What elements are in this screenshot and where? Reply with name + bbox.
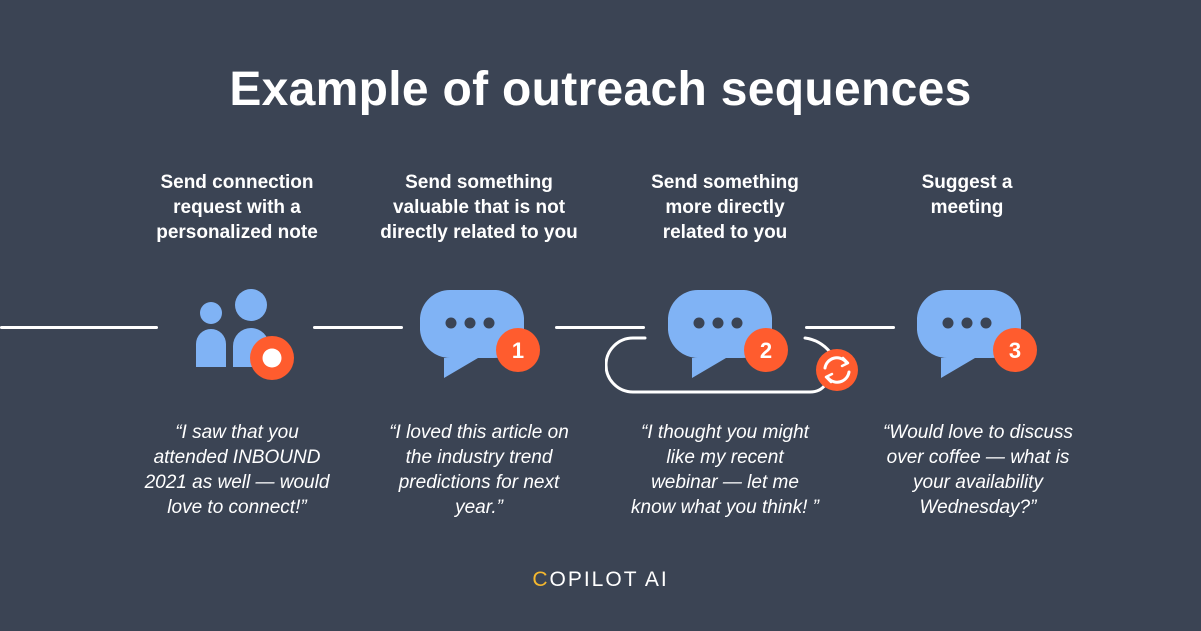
connector-line xyxy=(805,326,895,329)
connector-line xyxy=(0,326,158,329)
step-4-quote: “Would love to discuss over coffee — wha… xyxy=(853,420,1103,520)
connector-line xyxy=(313,326,403,329)
refresh-icon xyxy=(816,349,858,391)
quote-line: “I saw that you xyxy=(175,422,299,443)
badge-number-icon: 2 xyxy=(744,328,788,372)
page-title: Example of outreach sequences xyxy=(229,63,972,116)
quote-line: “Would love to discuss xyxy=(882,422,1074,443)
heading-line: Send something xyxy=(651,172,799,193)
quote-line: like my recent xyxy=(666,447,784,468)
heading-line: related to you xyxy=(662,222,788,243)
connector-line xyxy=(555,326,645,329)
heading-line: request with a xyxy=(173,197,301,218)
brand-logo: COPILOT AI xyxy=(0,568,1201,592)
step-2-quote: “I loved this article on the industry tr… xyxy=(354,420,604,520)
quote-line: “I loved this article on xyxy=(389,422,569,443)
quote-line: “I thought you might xyxy=(641,422,809,443)
chat-bubble-icon: 2 xyxy=(668,289,788,378)
svg-text:1: 1 xyxy=(512,338,524,363)
step-1-heading: Send connection request with a personali… xyxy=(112,170,362,245)
quote-line: love to connect!” xyxy=(167,497,307,518)
svg-text:3: 3 xyxy=(1009,338,1021,363)
heading-line: Suggest a xyxy=(921,172,1013,193)
quote-line: know what you think! ” xyxy=(631,497,819,518)
svg-text:2: 2 xyxy=(760,338,772,363)
record-badge-icon xyxy=(250,336,294,380)
chat-bubble-icon: 3 xyxy=(917,289,1037,378)
quote-line: predictions for next xyxy=(398,472,560,493)
quote-line: over coffee — what is xyxy=(886,447,1070,468)
heading-line: Send connection xyxy=(160,172,314,193)
quote-line: webinar — let me xyxy=(651,472,799,493)
heading-line: Send something xyxy=(405,172,553,193)
chat-bubble-icon: 1 xyxy=(420,289,540,378)
step-2-heading: Send something valuable that is not dire… xyxy=(354,170,604,245)
people-icon xyxy=(196,289,294,380)
quote-line: attended INBOUND xyxy=(153,447,321,468)
quote-line: year.” xyxy=(455,497,503,518)
heading-line: more directly xyxy=(665,197,785,218)
heading-line: personalized note xyxy=(156,222,318,243)
step-3-quote: “I thought you might like my recent webi… xyxy=(600,420,850,520)
brand-name: OPILOT AI xyxy=(549,568,669,591)
repeat-loop-path xyxy=(605,336,832,394)
badge-number-icon: 3 xyxy=(993,328,1037,372)
quote-line: Wednesday?” xyxy=(919,497,1037,518)
heading-line: valuable that is not xyxy=(392,197,566,218)
quote-line: the industry trend xyxy=(405,447,553,468)
step-1-quote: “I saw that you attended INBOUND 2021 as… xyxy=(112,420,362,520)
badge-number-icon: 1 xyxy=(496,328,540,372)
quote-line: your availability xyxy=(913,472,1043,493)
heading-line: directly related to you xyxy=(380,222,578,243)
brand-accent-letter: C xyxy=(532,568,550,591)
step-3-heading: Send something more directly related to … xyxy=(600,170,850,245)
step-4-heading: Suggest a meeting xyxy=(842,170,1092,220)
quote-line: 2021 as well — would xyxy=(144,472,330,493)
heading-line: meeting xyxy=(930,197,1004,218)
